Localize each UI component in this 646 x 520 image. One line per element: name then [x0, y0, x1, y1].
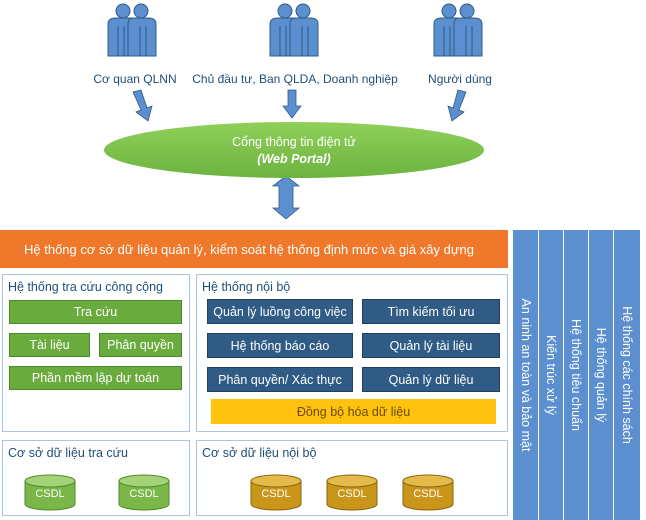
column-policies-label: Hệ thống các chính sách: [620, 306, 634, 444]
internal-system-title: Hệ thống nội bộ: [202, 280, 291, 294]
permissions-button[interactable]: Phân quyền: [99, 333, 182, 357]
workflow-button[interactable]: Quản lý luồng công việc: [207, 299, 353, 324]
database-icon: [118, 474, 170, 511]
database-label: CSDL: [413, 488, 443, 500]
database-icon: [250, 474, 302, 511]
lookup-db-title: Cơ sở dữ liệu tra cứu: [8, 446, 128, 460]
user-label-end-users: Người dùng: [428, 72, 492, 86]
documents-button[interactable]: Tài liệu: [9, 333, 90, 357]
arrow-down-icon: [282, 89, 302, 119]
arrow-down-left-icon: [132, 89, 153, 122]
database-icon: [326, 474, 378, 511]
database-label: CSDL: [337, 488, 367, 500]
column-architecture-label: Kiến trúc xử lý: [544, 335, 558, 415]
column-security: An ninh an toàn và bảo mật: [512, 230, 538, 520]
database-icon: [402, 474, 454, 511]
column-security-label: An ninh an toàn và bảo mật: [518, 298, 533, 452]
web-portal[interactable]: Cổng thông tin điện tử (Web Portal): [104, 122, 484, 178]
reports-button[interactable]: Hệ thống báo cáo: [207, 333, 353, 358]
column-standards: Hệ thống tiêu chuẩn: [563, 230, 588, 520]
column-management: Hệ thống quản lý: [588, 230, 613, 520]
portal-subtitle: (Web Portal): [257, 151, 331, 166]
portal-title: Cổng thông tin điện tử: [232, 134, 356, 149]
data-sync-bar[interactable]: Đồng bộ hóa dữ liệu: [211, 399, 496, 424]
data-management-button[interactable]: Quản lý dữ liệu: [362, 367, 500, 392]
user-group-icon: [430, 2, 486, 58]
flow-arrows: [132, 89, 467, 220]
main-system-banner: Hệ thống cơ sở dữ liệu quản lý, kiểm soá…: [0, 230, 508, 268]
user-label-state-agency: Cơ quan QLNN: [93, 72, 177, 86]
column-standards-label: Hệ thống tiêu chuẩn: [569, 319, 583, 431]
double-arrow-icon: [271, 175, 301, 220]
user-group-icon: [266, 2, 322, 58]
optimal-search-button[interactable]: Tìm kiếm tối ưu: [362, 299, 500, 324]
database-label: CSDL: [129, 488, 159, 500]
arrow-down-right-icon: [447, 89, 467, 122]
database-label: CSDL: [261, 488, 291, 500]
internal-db-title: Cơ sở dữ liệu nội bộ: [202, 446, 317, 460]
database-label: CSDL: [35, 488, 65, 500]
banner-text: Hệ thống cơ sở dữ liệu quản lý, kiểm soá…: [24, 241, 475, 257]
database-icon: [24, 474, 76, 511]
public-lookup-title: Hệ thống tra cứu công cộng: [8, 280, 163, 294]
column-architecture: Kiến trúc xử lý: [538, 230, 563, 520]
lookup-button[interactable]: Tra cứu: [9, 300, 182, 324]
user-label-investors: Chủ đầu tư, Ban QLDA, Doanh nghiệp: [192, 72, 398, 86]
auth-button[interactable]: Phân quyền/ Xác thực: [207, 367, 353, 392]
estimate-software-button[interactable]: Phần mềm lập dự toán: [9, 366, 182, 390]
user-group-icon: [104, 2, 160, 58]
column-management-label: Hệ thống quản lý: [594, 327, 608, 423]
document-management-button[interactable]: Quản lý tài liệu: [362, 333, 500, 358]
column-policies: Hệ thống các chính sách: [613, 230, 640, 520]
